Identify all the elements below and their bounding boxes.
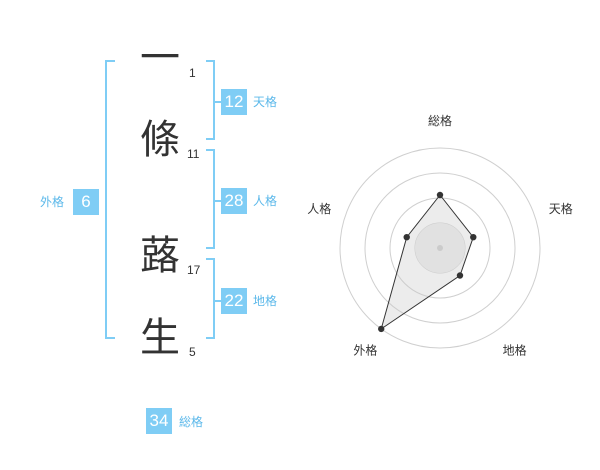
jinkaku-badge: 28	[221, 188, 247, 214]
radar-point-2	[470, 233, 477, 241]
soukaku-label: 総格	[179, 415, 204, 429]
radar-center-dot	[437, 245, 443, 251]
radar-axis-label-5: 人格	[307, 201, 331, 216]
jinkaku-label: 人格	[253, 194, 278, 208]
radar-axis-label-4: 外格	[353, 343, 377, 358]
tenkaku-bracket	[206, 60, 215, 140]
radar-point-1	[436, 191, 444, 199]
tenkaku-badge: 12	[221, 89, 247, 115]
name-char-2: 條	[140, 117, 180, 163]
radar-ring-3	[364, 172, 516, 324]
name-char-1: 一	[140, 35, 180, 81]
radar-axis-label-3: 地格	[503, 343, 527, 358]
stroke-count-4: 5	[189, 345, 196, 359]
jinkaku-connector	[214, 200, 221, 202]
gaikaku-bracket	[105, 60, 115, 339]
stroke-count-3: 17	[187, 263, 201, 277]
chikaku-connector	[214, 300, 221, 302]
stroke-count-1: 1	[189, 66, 196, 80]
chikaku-label: 地格	[253, 294, 278, 308]
radar-point-5	[403, 233, 410, 241]
radar-axis-label-1: 総格	[428, 113, 452, 128]
soukaku-badge: 34	[146, 408, 172, 434]
radar-ring-4	[339, 147, 541, 349]
chikaku-badge: 22	[221, 288, 247, 314]
radar-axis-label-2: 天格	[549, 201, 573, 216]
stroke-count-2: 11	[187, 147, 200, 161]
radar-polygon	[380, 194, 474, 331]
tenkaku-connector	[214, 101, 221, 103]
gaikaku-badge: 6	[73, 189, 99, 215]
chikaku-bracket	[206, 258, 215, 339]
name-char-3: 蕗	[140, 233, 180, 279]
name-char-4: 生	[140, 315, 180, 361]
radar-point-4	[378, 325, 385, 333]
tenkaku-label: 天格	[253, 95, 278, 109]
jinkaku-bracket	[206, 149, 215, 249]
gaikaku-label: 外格	[40, 195, 65, 209]
radar-point-3	[456, 272, 464, 279]
